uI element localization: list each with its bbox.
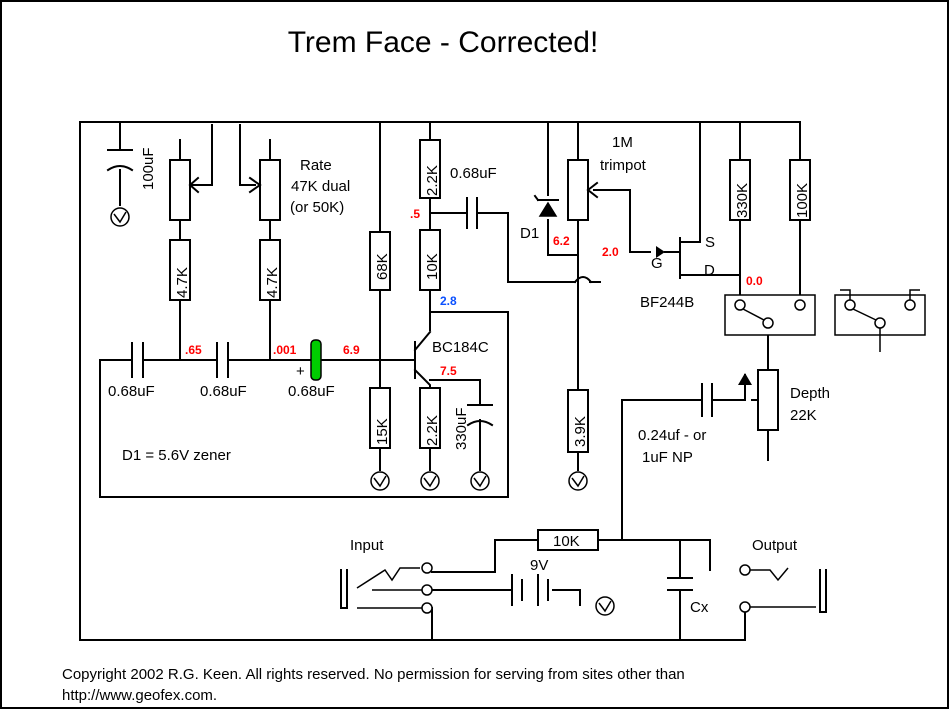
switch-2 bbox=[834, 289, 926, 352]
svg-text:0.24uf - or: 0.24uf - or bbox=[638, 427, 706, 444]
rate-alt-label: (or 50K) bbox=[290, 199, 344, 216]
svg-text:0.68uF: 0.68uF bbox=[108, 383, 155, 400]
resistor-2k2-top: 2.2K bbox=[419, 139, 441, 199]
resistor-4k7-a: 4.7K bbox=[169, 239, 191, 301]
svg-text:4.7K: 4.7K bbox=[174, 267, 191, 298]
svg-text:2.2K: 2.2K bbox=[424, 415, 441, 446]
resistor-68k: 68K bbox=[369, 231, 391, 291]
switch-1 bbox=[724, 294, 816, 336]
ground-symbol bbox=[110, 207, 130, 227]
depth-pot: Depth 22K bbox=[738, 369, 830, 431]
zener-d1: D1 bbox=[520, 194, 559, 242]
voltage-28: 2.8 bbox=[440, 294, 457, 308]
rate-value-label: 47K dual bbox=[291, 178, 350, 195]
resistor-100k: 100K bbox=[789, 159, 811, 221]
cap-100uf: 100uF bbox=[106, 147, 157, 190]
ground-symbol bbox=[370, 471, 615, 616]
svg-text:330uF: 330uF bbox=[453, 407, 470, 450]
svg-text:2.2K: 2.2K bbox=[424, 165, 441, 196]
jfet-bf244b: S G D BF244B bbox=[640, 234, 715, 311]
cap-cx: Cx bbox=[667, 577, 709, 616]
svg-text:9V: 9V bbox=[530, 557, 548, 574]
svg-text:Depth: Depth bbox=[790, 385, 830, 402]
cap-330uf: 330uF bbox=[453, 404, 494, 450]
svg-text:+: + bbox=[296, 363, 305, 380]
page-title: Trem Face - Corrected! bbox=[288, 26, 599, 59]
voltage-05: .5 bbox=[410, 207, 420, 221]
svg-text:3.9K: 3.9K bbox=[572, 416, 589, 447]
voltage-69: 6.9 bbox=[343, 343, 360, 357]
svg-text:0.68uF: 0.68uF bbox=[288, 383, 335, 400]
d1-note: D1 = 5.6V zener bbox=[122, 447, 231, 464]
svg-text:100K: 100K bbox=[794, 183, 811, 218]
wire-crossover bbox=[573, 276, 593, 284]
resistor-330k: 330K bbox=[729, 159, 751, 221]
cap-068uf-a: 0.68uF bbox=[108, 342, 155, 400]
svg-text:0.68uF: 0.68uF bbox=[200, 383, 247, 400]
cap-068uf-b: 0.68uF bbox=[200, 342, 247, 400]
voltage-20: 2.0 bbox=[602, 245, 619, 259]
svg-text:1M: 1M bbox=[612, 134, 633, 151]
svg-text:Cx: Cx bbox=[690, 599, 709, 616]
resistor-4k7-b: 4.7K bbox=[259, 239, 281, 301]
rate-label: Rate bbox=[300, 157, 332, 174]
rate-pot-2 bbox=[248, 159, 281, 221]
svg-text:330K: 330K bbox=[734, 183, 751, 218]
svg-text:D1: D1 bbox=[520, 225, 539, 242]
svg-text:0.68uF: 0.68uF bbox=[450, 165, 497, 182]
svg-text:4.7K: 4.7K bbox=[264, 267, 281, 298]
svg-text:10K: 10K bbox=[424, 253, 441, 280]
input-jack: Input bbox=[340, 537, 433, 614]
svg-text:D: D bbox=[704, 262, 715, 279]
resistor-10k-collector: 10K bbox=[419, 229, 441, 291]
svg-text:G: G bbox=[651, 255, 663, 272]
transistor-label: BC184C bbox=[432, 339, 489, 356]
svg-text:trimpot: trimpot bbox=[600, 157, 647, 174]
resistor-3k9: 3.9K bbox=[567, 389, 589, 453]
resistor-10k-output: 10K bbox=[537, 529, 599, 551]
output-jack: Output bbox=[739, 537, 827, 613]
cap-068uf-green: + 0.68uF bbox=[288, 339, 335, 400]
svg-text:100uF: 100uF bbox=[140, 147, 157, 190]
resistor-2k2-emitter: 2.2K bbox=[419, 387, 441, 449]
svg-text:Input: Input bbox=[350, 537, 384, 554]
voltage-annotations: .65 .001 6.9 .5 6.2 2.0 0.0 2.8 7.5 bbox=[185, 207, 763, 378]
copyright-line-2: http://www.geofex.com. bbox=[62, 687, 217, 704]
voltage-62: 6.2 bbox=[553, 234, 570, 248]
rate-pot-1 bbox=[169, 159, 200, 221]
resistor-15k: 15K bbox=[369, 387, 391, 449]
cap-depth: 0.24uf - or 1uF NP bbox=[638, 383, 713, 466]
svg-text:68K: 68K bbox=[374, 253, 391, 280]
copyright-line-1: Copyright 2002 R.G. Keen. All rights res… bbox=[62, 666, 685, 683]
svg-text:BF244B: BF244B bbox=[640, 294, 694, 311]
battery-9v: 9V bbox=[511, 557, 549, 606]
wiring bbox=[79, 121, 801, 641]
svg-text:10K: 10K bbox=[553, 533, 580, 550]
svg-text:1uF NP: 1uF NP bbox=[642, 449, 693, 466]
trimpot-1m: 1M trimpot bbox=[567, 134, 647, 221]
voltage-75: 7.5 bbox=[440, 364, 457, 378]
voltage-0001: .001 bbox=[273, 343, 297, 357]
voltage-00: 0.0 bbox=[746, 274, 763, 288]
svg-text:Output: Output bbox=[752, 537, 798, 554]
voltage-065: .65 bbox=[185, 343, 202, 357]
svg-text:15K: 15K bbox=[374, 418, 391, 445]
svg-text:22K: 22K bbox=[790, 407, 817, 424]
svg-text:S: S bbox=[705, 234, 715, 251]
cap-068uf-coupling: 0.68uF bbox=[450, 165, 497, 229]
